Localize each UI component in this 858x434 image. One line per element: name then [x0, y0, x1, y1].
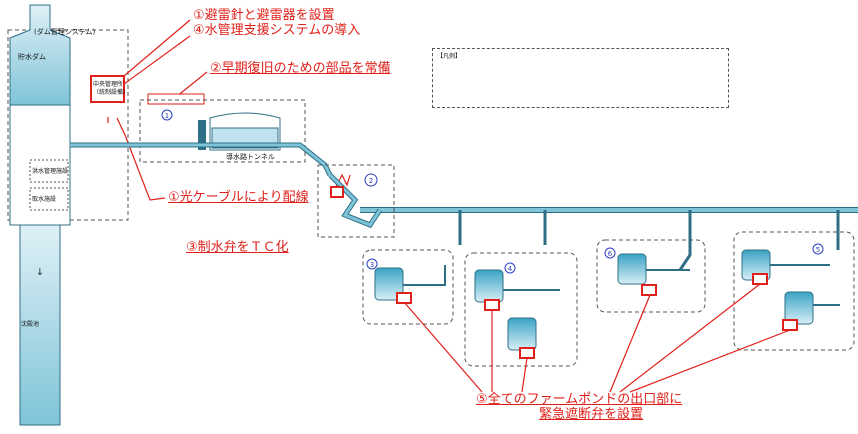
tunnel-box [139, 99, 306, 163]
dam-system-box [7, 29, 129, 221]
tank-4a [474, 269, 504, 303]
emergency-valve-4b [519, 347, 535, 359]
legend-title: 【凡例】 [437, 53, 462, 60]
callout-line-4 [123, 35, 191, 85]
flood-gate-box [29, 159, 69, 183]
emergency-valve-5b [782, 319, 798, 331]
emergency-valve-6 [641, 284, 657, 296]
callout-5-line2: 緊急遮断弁を設置 [539, 407, 644, 422]
intake-box [29, 187, 69, 211]
central-mgmt-label: 中央管理所 （統制設備） [93, 81, 130, 96]
callout-2: ②早期復旧のための部品を常備 [210, 61, 391, 76]
dam-lower-label: 沈殿池 [21, 321, 40, 328]
gate-block [198, 120, 206, 150]
emergency-valve-5a [752, 273, 768, 285]
intake-label: 取水施設 [32, 196, 57, 203]
legend-box: 【凡例】 [432, 48, 729, 108]
callout-5: ⑤全てのファームポンドの出口部に 緊急遮断弁を設置 [476, 392, 682, 422]
callout-1a: ①避雷針と避雷器を設置 [193, 8, 335, 23]
callout-1b: ①光ケーブルにより配線 [168, 190, 309, 205]
svg-text:6: 6 [608, 250, 613, 258]
dam-system-label: (ダム管理システム) [34, 28, 96, 36]
svg-text:1: 1 [165, 112, 169, 120]
tunnel-label: 導水路トンネル [226, 153, 275, 161]
dam-upper-label: 貯水ダム [18, 53, 46, 61]
flood-gate-label: 洪水管理施設 [32, 168, 69, 175]
callout-line-1 [123, 19, 191, 77]
callout-4: ④水管理支援システムの導入 [193, 23, 361, 38]
svg-text:2: 2 [369, 177, 373, 185]
tank-6 [617, 253, 647, 285]
emergency-valve-3 [396, 292, 412, 304]
dam-shaft [19, 224, 61, 426]
station-box-6 [596, 239, 706, 313]
central-mgmt-box [90, 75, 125, 103]
tc-valve [330, 186, 344, 198]
station-box-5 [733, 231, 855, 351]
callout-line-1b [116, 117, 166, 201]
svg-text:4: 4 [508, 265, 513, 273]
tank-4b [507, 317, 537, 351]
svg-text:3: 3 [370, 261, 374, 269]
callout-3: ③制水弁をＴＣ化 [186, 240, 289, 255]
tank-5b [784, 291, 814, 325]
svg-text:↓: ↓ [36, 267, 44, 278]
callout-5-line1: ⑤全てのファームポンドの出口部に [476, 392, 683, 407]
svg-text:5: 5 [816, 246, 820, 254]
callout-group-top: ①避雷針と避雷器を設置 ④水管理支援システムの導入 [193, 8, 360, 38]
split-box [317, 164, 395, 238]
emergency-valve-4a [484, 299, 500, 311]
callout-line-2 [175, 71, 208, 98]
wm-box [147, 93, 205, 105]
station-box-3 [362, 249, 454, 325]
station-box-4 [464, 252, 578, 367]
